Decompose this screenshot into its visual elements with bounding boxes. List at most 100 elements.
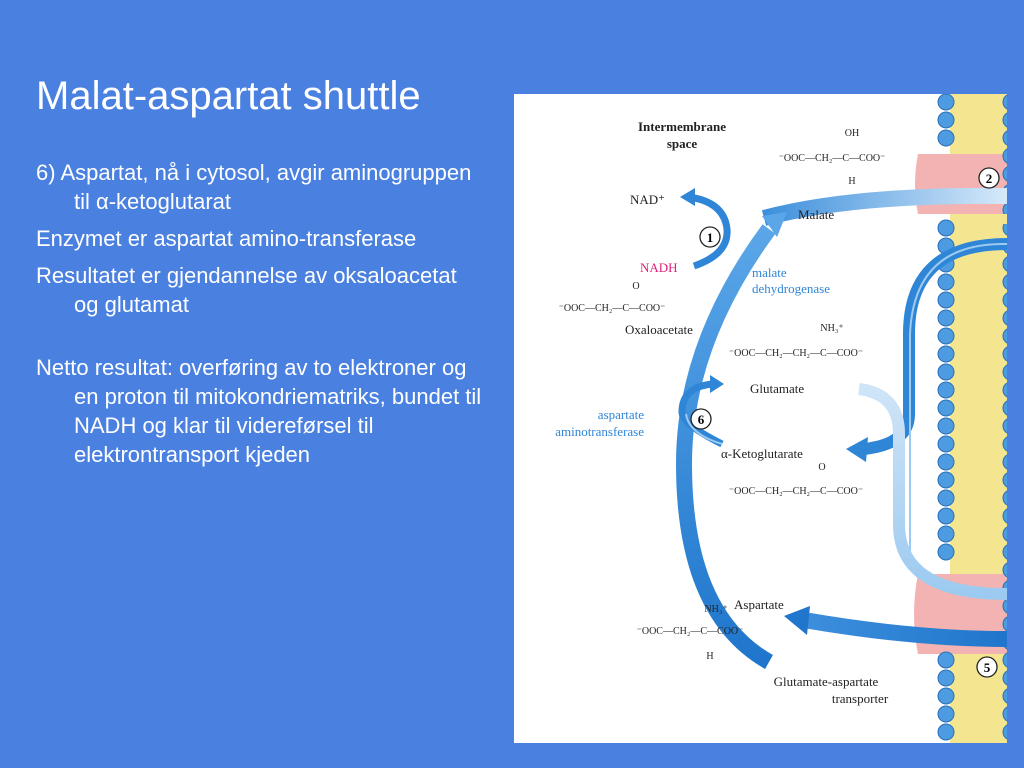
lipid-head bbox=[1002, 346, 1007, 362]
matrix-loop-arrowhead bbox=[846, 437, 868, 462]
oxaloacetate-o: O bbox=[632, 281, 639, 292]
lipid-head bbox=[1002, 166, 1007, 182]
lipid-head bbox=[1002, 724, 1007, 740]
lipid-head bbox=[937, 453, 955, 471]
akg-o: O bbox=[818, 462, 825, 473]
malate-dh-label: malate bbox=[752, 265, 787, 280]
lipid-head bbox=[937, 345, 955, 363]
lipid-head bbox=[937, 327, 955, 345]
lipid-head bbox=[1002, 148, 1007, 164]
lipid-head bbox=[1002, 472, 1007, 488]
lipid-head bbox=[937, 111, 955, 129]
lipid-head bbox=[1002, 706, 1007, 722]
aspartate-at-label-2: aminotransferase bbox=[555, 424, 644, 439]
malate-dh-label-2: dehydrogenase bbox=[752, 281, 830, 296]
lipid-head bbox=[1002, 490, 1007, 506]
lipid-head bbox=[1002, 544, 1007, 560]
lipid-head bbox=[1002, 310, 1007, 326]
lipid-head bbox=[937, 381, 955, 399]
lipid-head bbox=[1002, 526, 1007, 542]
lipid-head bbox=[1002, 652, 1007, 668]
lipid-head bbox=[1002, 364, 1007, 380]
lipid-head bbox=[1002, 670, 1007, 686]
malate-export-arrow bbox=[761, 187, 1007, 226]
lipid-head bbox=[1002, 112, 1007, 128]
lipid-head bbox=[1002, 292, 1007, 308]
malate-label: Malate bbox=[798, 207, 834, 222]
shuttle-diagram-svg: 1 6 2 5 Intermembrane space OH ⁻OOC—CH₂—… bbox=[555, 94, 1007, 743]
lipid-head bbox=[1002, 508, 1007, 524]
lipid-head bbox=[1002, 256, 1007, 272]
aspartate-at-label: aspartate bbox=[598, 407, 644, 422]
intermembrane-label-2: space bbox=[667, 136, 698, 151]
lipid-head bbox=[1002, 562, 1007, 578]
transporter-label: Glutamate-aspartate bbox=[774, 674, 879, 689]
malate-h: H bbox=[848, 176, 855, 187]
oxaloacetate-structure: ⁻OOC—CH₂—C—COO⁻ bbox=[559, 303, 666, 314]
transamination-return bbox=[685, 413, 723, 445]
svg-text:2: 2 bbox=[986, 171, 993, 186]
malate-oh: OH bbox=[845, 128, 859, 139]
lipid-heads-left bbox=[937, 94, 955, 741]
lipid-head bbox=[937, 669, 955, 687]
lipid-head bbox=[1002, 220, 1007, 236]
lipid-head bbox=[1002, 328, 1007, 344]
oxaloacetate-label: Oxaloacetate bbox=[625, 322, 693, 337]
lipid-head bbox=[1002, 616, 1007, 632]
lipid-head bbox=[937, 507, 955, 525]
lipid-head bbox=[1002, 688, 1007, 704]
lipid-head bbox=[937, 705, 955, 723]
lipid-head bbox=[937, 543, 955, 561]
intermembrane-label: Intermembrane bbox=[638, 119, 726, 134]
nadh-label: NADH bbox=[640, 260, 678, 275]
nad-cycle-arrowhead bbox=[680, 188, 695, 206]
lipid-head bbox=[1002, 382, 1007, 398]
transporter-label-2: transporter bbox=[832, 691, 889, 706]
lipid-head bbox=[1002, 598, 1007, 614]
aspartate-nh3: NH₃⁺ bbox=[704, 604, 727, 615]
bullet-item: 6) Aspartat, nå i cytosol, avgir aminogr… bbox=[36, 160, 472, 214]
lipid-head bbox=[937, 435, 955, 453]
lipid-head bbox=[937, 363, 955, 381]
main-up-arrow bbox=[675, 224, 776, 669]
lipid-head bbox=[1002, 274, 1007, 290]
lipid-head bbox=[1002, 94, 1007, 110]
aspartate-import-arrow bbox=[802, 612, 1007, 647]
step-2-marker: 2 bbox=[978, 167, 1000, 189]
lipid-head bbox=[1002, 418, 1007, 434]
lipid-head bbox=[937, 687, 955, 705]
transamination-arrowhead bbox=[710, 375, 724, 393]
lipid-head bbox=[937, 273, 955, 291]
transamination-arrow bbox=[678, 380, 724, 448]
svg-text:5: 5 bbox=[984, 660, 991, 675]
bullet-item: Resultatet er gjendannelse av oksaloacet… bbox=[36, 263, 457, 317]
glutamate-import-arrow bbox=[857, 383, 1007, 600]
lipid-head bbox=[937, 219, 955, 237]
main-up-arrowhead bbox=[762, 212, 787, 237]
step-6-marker: 6 bbox=[690, 408, 712, 430]
malate-structure: ⁻OOC—CH₂—C—COO⁻ bbox=[779, 153, 886, 164]
lipid-head bbox=[937, 525, 955, 543]
lipid-head bbox=[937, 471, 955, 489]
nad-cycle-arrow bbox=[688, 193, 731, 270]
lipid-head bbox=[937, 94, 955, 111]
lipid-head bbox=[937, 129, 955, 147]
lipid-head bbox=[937, 399, 955, 417]
svg-text:1: 1 bbox=[707, 230, 714, 245]
glutamate-nh3: NH₃⁺ bbox=[820, 323, 843, 334]
glutamate-structure: ⁻OOC—CH₂—CH₂—C—COO⁻ bbox=[729, 348, 863, 359]
lipid-head bbox=[1002, 400, 1007, 416]
akg-label: α-Ketoglutarate bbox=[721, 446, 803, 461]
step-5-marker: 5 bbox=[976, 656, 998, 678]
lipid-head bbox=[937, 489, 955, 507]
slide-title: Malat-aspartat shuttle bbox=[36, 74, 421, 118]
lipid-head bbox=[937, 651, 955, 669]
lipid-head bbox=[937, 723, 955, 741]
step-1-marker: 1 bbox=[699, 226, 721, 248]
bullet-item: Netto resultat: overføring av to elektro… bbox=[36, 355, 482, 467]
lipid-head bbox=[937, 291, 955, 309]
glutamate-label: Glutamate bbox=[750, 381, 804, 396]
aspartate-h: H bbox=[706, 651, 713, 662]
aspartate-structure: ⁻OOC—CH₂—C—COO⁻ bbox=[637, 626, 744, 637]
svg-text:6: 6 bbox=[698, 412, 705, 427]
